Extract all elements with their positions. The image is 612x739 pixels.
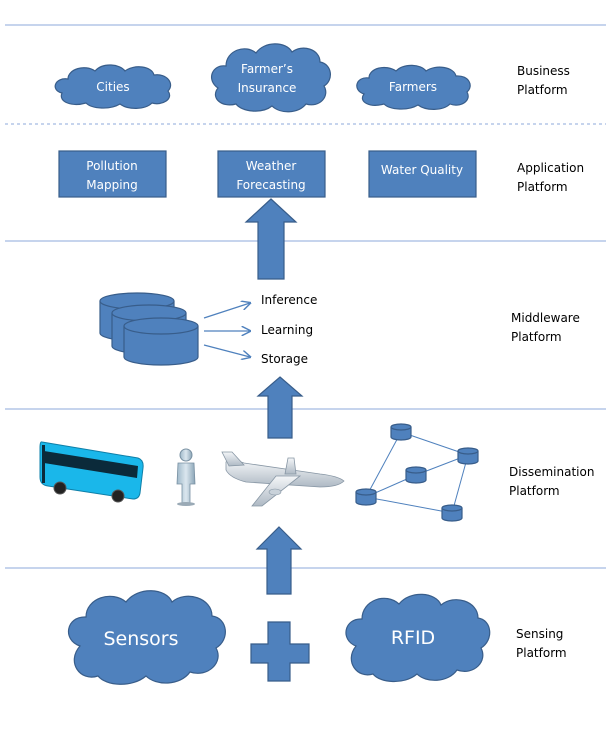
up-arrow-to-dissemination — [255, 526, 303, 595]
layer-dividers — [5, 24, 606, 569]
dissemination-platform-line1: Dissemination — [509, 465, 594, 479]
airplane-icon — [221, 451, 345, 507]
plus-icon — [250, 621, 310, 682]
arrow-to-storage — [203, 344, 250, 357]
pollution-label-line1: Pollution — [86, 159, 137, 173]
middleware-platform-line2: Platform — [511, 330, 562, 344]
rfid-cloud: RFID — [345, 593, 491, 683]
arrow-to-inference — [203, 303, 250, 319]
farmers-label: Farmers — [389, 80, 437, 94]
application-layer: Pollution Mapping Weather Forecasting Wa… — [58, 150, 584, 198]
farmers-cloud: Farmers — [356, 64, 471, 110]
network-node — [457, 447, 479, 465]
bus-icon — [39, 441, 144, 503]
middleware-layer: Inference Learning Storage Middleware Pl… — [99, 292, 580, 366]
inference-label: Inference — [261, 293, 317, 307]
pollution-mapping-box: Pollution Mapping — [58, 150, 167, 198]
sensors-label: Sensors — [103, 628, 178, 650]
insurance-label-line1: Farmer’s — [241, 62, 293, 76]
network-node — [390, 423, 412, 441]
network-node — [405, 466, 427, 484]
rfid-label: RFID — [391, 627, 435, 649]
weather-label-line2: Forecasting — [236, 178, 305, 192]
insurance-label-line2: Insurance — [238, 81, 297, 95]
farmers-insurance-cloud: Farmer’s Insurance — [210, 43, 331, 113]
up-arrow-to-middleware — [256, 376, 304, 439]
application-platform-line2: Platform — [517, 180, 568, 194]
network-node — [355, 488, 377, 506]
database-stack-icon — [99, 292, 199, 366]
person-icon — [176, 448, 196, 506]
water-quality-label: Water Quality — [381, 163, 463, 177]
database-network-icon — [355, 423, 479, 522]
sensors-cloud: Sensors — [68, 590, 226, 685]
business-platform-line2: Platform — [517, 83, 568, 97]
learning-label: Learning — [261, 323, 313, 337]
sensing-platform-line2: Platform — [516, 646, 567, 660]
business-platform-line1: Business — [517, 64, 570, 78]
up-arrow-to-application — [244, 198, 298, 280]
water-quality-box: Water Quality — [368, 150, 477, 198]
pollution-label-line2: Mapping — [86, 178, 138, 192]
dissemination-platform-line2: Platform — [509, 484, 560, 498]
dissemination-layer: Dissemination Platform — [39, 423, 594, 522]
storage-label: Storage — [261, 352, 308, 366]
weather-label-line1: Weather — [246, 159, 297, 173]
middleware-platform-line1: Middleware — [511, 311, 580, 325]
application-platform-line1: Application — [517, 161, 584, 175]
network-node — [441, 504, 463, 522]
cities-label: Cities — [96, 80, 129, 94]
weather-forecasting-box: Weather Forecasting — [217, 150, 326, 198]
business-layer: Cities Farmer’s Insurance Farmers Busine… — [54, 43, 570, 113]
cities-cloud: Cities — [54, 64, 172, 109]
sensing-platform-line1: Sensing — [516, 627, 563, 641]
sensing-layer: Sensors RFID Sensing Platform — [68, 590, 567, 685]
